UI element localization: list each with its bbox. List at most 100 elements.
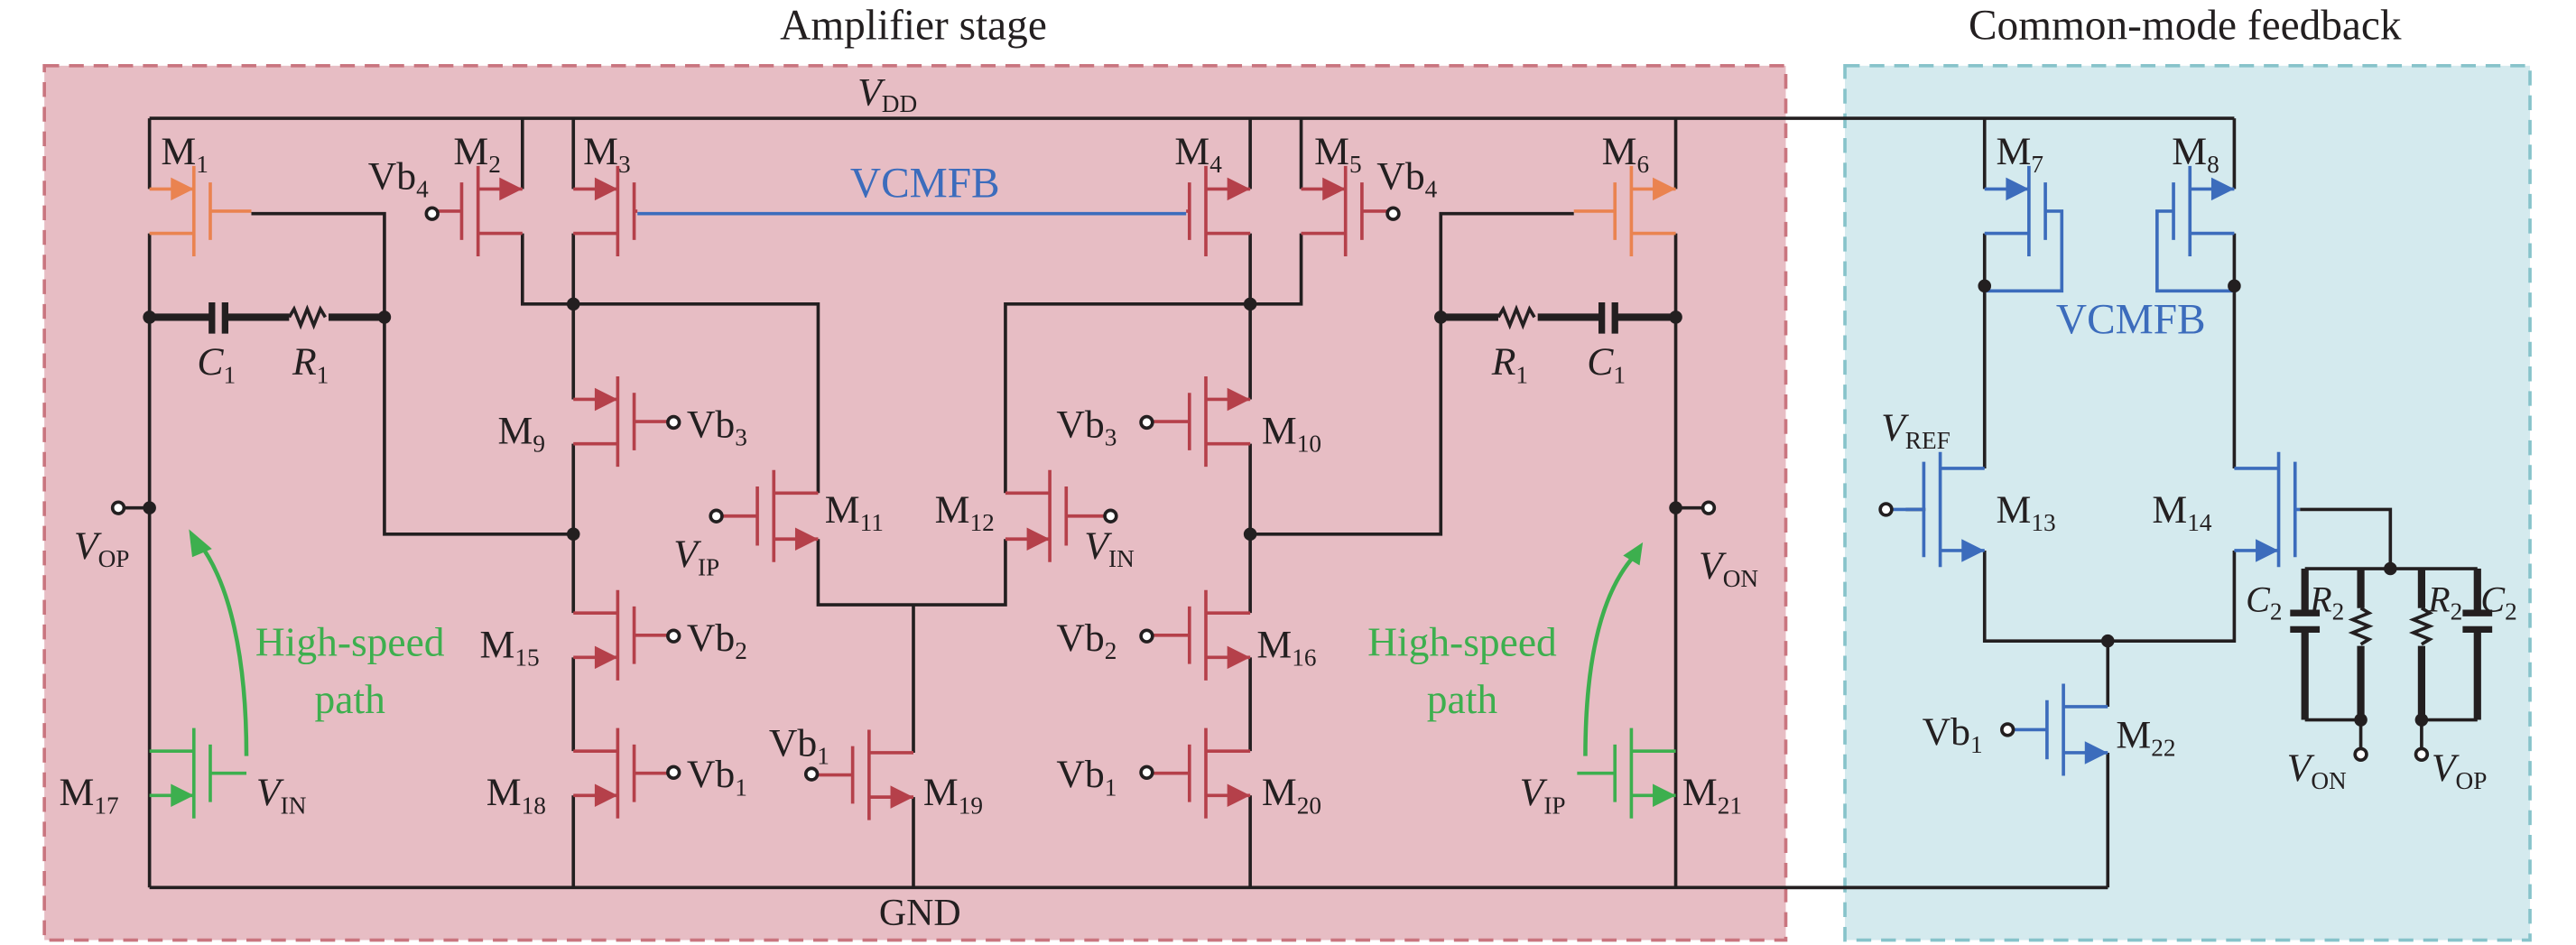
junction-dot [2354,713,2368,727]
junction-dot [2414,713,2429,727]
vb1-m20-terminal[interactable] [1139,764,1154,781]
label-m10: M10 [1262,410,1321,458]
label-m11: M11 [825,488,884,536]
vin-m12-label: VIN [1084,524,1135,572]
junction-dot [143,310,156,324]
cmfb-rc-network [2290,567,2493,748]
arrow-icon [171,177,194,201]
label-m15: M15 [479,623,539,671]
transistor-m8 [2155,165,2235,293]
high-speed-path-left-arrow [197,541,249,756]
arrow-icon [499,177,523,201]
c2-left-label: C2 [2246,579,2282,625]
vcmfb-amp-label: VCMFB [850,160,1000,207]
arrow-icon [1653,783,1676,808]
vop-output-terminal[interactable] [110,500,126,515]
vop-cmfb-terminal[interactable] [2414,746,2430,762]
arrow-icon [594,645,618,670]
compensation-left [149,302,385,334]
label-m2: M2 [453,130,501,178]
junction-dot [2100,634,2115,648]
arrow-icon [1653,177,1676,201]
vb3-right-label: Vb3 [1056,403,1117,450]
junction-dot [1669,501,1682,514]
junction-dot [1433,310,1448,324]
vb1-m18-terminal[interactable] [666,764,681,781]
vb2-left-label: Vb2 [687,616,747,664]
arrow-icon [1961,539,1985,562]
wires [118,118,2393,888]
label-m18: M18 [486,771,546,819]
label-m8: M8 [2172,130,2219,178]
vcmfb-cmfb-label: VCMFB [2056,297,2206,344]
label-m5: M5 [1314,130,1362,178]
arrow-icon [890,785,914,809]
junction-dot [143,501,156,514]
label-m6: M6 [1602,130,1650,178]
label-m12: M12 [935,488,995,536]
r2-left-label: R2 [2309,579,2344,625]
vb2-left-terminal[interactable] [666,628,681,644]
label-m21: M21 [1682,771,1742,819]
vb3-right-terminal[interactable] [1139,414,1154,431]
arrow-icon [794,527,819,551]
transistor-m3 [573,165,638,257]
vin-m12-terminal[interactable] [1103,508,1118,523]
arrow-icon [1227,177,1251,201]
vip-m11-label: VIP [673,533,719,580]
vip-m11-terminal[interactable] [709,508,724,523]
vb1-m22-label: Vb1 [1923,710,1983,758]
gnd-label: GND [879,893,961,934]
arrow-icon [171,783,194,808]
label-m13: M13 [1996,488,2055,536]
arrow-icon [2084,741,2108,764]
vb1-m22-terminal[interactable] [2000,722,2015,737]
vop-output-label: VOP [74,524,130,572]
transistor-m13 [1886,451,1985,568]
label-m16: M16 [1256,623,1316,671]
arrow-icon [189,529,212,558]
label-m17: M17 [60,771,119,819]
r1-right-label: R1 [1491,340,1528,388]
vref-terminal[interactable] [1878,502,1894,517]
vop-cmfb-label: VOP [2432,746,2488,794]
vb2-right-terminal[interactable] [1139,628,1154,644]
transistor-m19 [811,729,914,820]
transistor-m20 [1146,727,1251,819]
label-m19: M19 [923,771,983,819]
transistor-m14 [2234,451,2301,568]
arrow-icon [594,783,618,808]
vip-m21-label: VIP [1520,771,1566,819]
label-m4: M4 [1174,130,1222,178]
arrow-icon [1322,177,1346,201]
cmfb-title: Common-mode feedback [1969,3,2402,50]
arrow-icon [1227,645,1251,670]
vb4-left-terminal[interactable] [424,206,440,221]
transistor-m6 [1573,165,1676,257]
vin-m17-label: VIN [256,771,307,819]
vb1-m19-terminal[interactable] [803,766,820,782]
vb4-left-label: Vb4 [368,154,429,202]
junction-dot [377,310,392,324]
von-cmfb-terminal[interactable] [2353,746,2368,762]
von-output-terminal[interactable] [1700,500,1717,515]
arrow-icon [1227,783,1251,808]
amplifier-stage-title: Amplifier stage [780,3,1047,50]
junction-dot [1243,527,1257,542]
transistor-m1 [149,165,252,257]
r2-right-label: R2 [2427,579,2462,625]
junction-dot [1669,310,1682,324]
vb3-left-label: Vb3 [687,403,747,450]
arrow-icon [2256,539,2279,562]
junction-dot [2384,561,2397,576]
vb3-left-terminal[interactable] [666,414,681,431]
vref-label: VREF [1881,406,1951,454]
vb4-right-terminal[interactable] [1385,206,1401,221]
c1-left-label: C1 [197,340,236,388]
arrow-icon [1227,387,1251,412]
transistor-m5 [1301,165,1394,257]
label-m3: M3 [583,130,631,178]
